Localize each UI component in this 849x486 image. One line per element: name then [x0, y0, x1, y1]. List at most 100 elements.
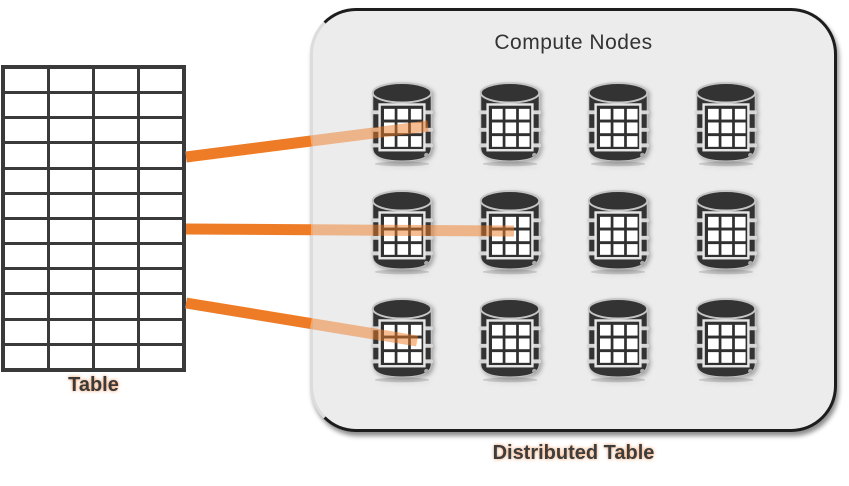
database-icon — [370, 82, 434, 167]
db-ground-shadow — [590, 161, 646, 167]
db-indicator-dot — [424, 152, 429, 158]
db-ground-shadow — [698, 269, 754, 275]
compute-nodes-title: Compute Nodes — [494, 31, 653, 54]
db-top-ellipse — [587, 298, 649, 320]
table-cell — [50, 194, 92, 217]
db-grid-cells — [383, 324, 422, 363]
database-icon — [586, 298, 650, 383]
db-grid-cells — [383, 216, 422, 255]
table-cell — [95, 194, 137, 217]
table-cell — [95, 94, 137, 117]
db-top-ellipse — [479, 298, 541, 320]
db-ground-shadow — [374, 161, 430, 167]
db-ground-shadow — [698, 377, 754, 383]
table-cell — [140, 295, 182, 318]
nodes-grid — [365, 77, 763, 385]
db-grid-cells — [491, 108, 530, 147]
db-ground-shadow — [698, 161, 754, 167]
table-cell — [95, 295, 137, 318]
table-cell — [95, 119, 137, 142]
database-icon — [694, 298, 758, 383]
table-cell — [140, 270, 182, 293]
table-to-node-2-outer — [185, 223, 312, 236]
table-cell — [140, 194, 182, 217]
db-top-ellipse — [479, 190, 541, 212]
table-cell — [140, 320, 182, 343]
table-cell — [95, 69, 137, 92]
db-indicator-dot — [748, 260, 753, 266]
table-cell — [95, 345, 137, 368]
db-ground-shadow — [374, 377, 430, 383]
compute-nodes-panel: Compute Nodes — [310, 8, 837, 432]
db-indicator-dot — [532, 368, 537, 374]
db-indicator-dot — [424, 368, 429, 374]
db-indicator-dot — [532, 260, 537, 266]
table-cell — [140, 144, 182, 167]
database-icon — [478, 82, 542, 167]
database-icon — [694, 82, 758, 167]
table-cell — [5, 169, 47, 192]
table-cell — [95, 169, 137, 192]
db-top-ellipse — [587, 190, 649, 212]
distributed-table-label: Distributed Table — [492, 442, 655, 464]
db-grid-cells — [707, 324, 746, 363]
table-cell — [140, 219, 182, 243]
db-top-ellipse — [371, 298, 433, 320]
db-grid-cells — [707, 216, 746, 255]
table-cell — [95, 270, 137, 293]
table-cell — [50, 69, 92, 92]
database-icon — [478, 190, 542, 275]
table-cell — [50, 270, 92, 293]
table-cell — [50, 295, 92, 318]
db-indicator-dot — [748, 368, 753, 374]
db-grid-cells — [491, 216, 530, 255]
table-cell — [5, 219, 47, 243]
table-cell — [5, 144, 47, 167]
database-icon — [586, 190, 650, 275]
db-indicator-dot — [424, 260, 429, 266]
table-cell — [140, 345, 182, 368]
db-indicator-dot — [748, 152, 753, 158]
db-indicator-dot — [640, 368, 645, 374]
table-cell — [5, 69, 47, 92]
db-top-ellipse — [587, 82, 649, 104]
table-cell — [5, 270, 47, 293]
table-cell — [140, 119, 182, 142]
db-grid-cells — [599, 324, 638, 363]
table-cell — [50, 119, 92, 142]
db-top-ellipse — [695, 298, 757, 320]
db-top-ellipse — [371, 190, 433, 212]
db-grid-cells — [599, 108, 638, 147]
db-ground-shadow — [482, 269, 538, 275]
db-ground-shadow — [482, 377, 538, 383]
db-grid-cells — [599, 216, 638, 255]
table-cell — [5, 194, 47, 217]
database-icon — [370, 298, 434, 383]
table-to-node-3-outer — [185, 297, 312, 329]
table-cell — [5, 320, 47, 343]
table-cell — [5, 94, 47, 117]
database-icon — [694, 190, 758, 275]
table-cell — [5, 245, 47, 268]
table-cell — [95, 219, 137, 243]
database-icon — [478, 298, 542, 383]
db-top-ellipse — [371, 82, 433, 104]
db-indicator-dot — [532, 152, 537, 158]
db-top-ellipse — [695, 190, 757, 212]
table-cell — [140, 169, 182, 192]
db-ground-shadow — [590, 377, 646, 383]
table-cell — [50, 245, 92, 268]
table-cell — [5, 345, 47, 368]
db-top-ellipse — [695, 82, 757, 104]
table-label: Table — [68, 374, 119, 396]
table-cell — [5, 119, 47, 142]
db-ground-shadow — [482, 161, 538, 167]
table-cell — [140, 94, 182, 117]
table-cell — [5, 295, 47, 318]
database-icon — [586, 82, 650, 167]
table-cell — [50, 320, 92, 343]
database-icon — [370, 190, 434, 275]
table-cell — [50, 219, 92, 243]
db-grid-cells — [383, 108, 422, 147]
